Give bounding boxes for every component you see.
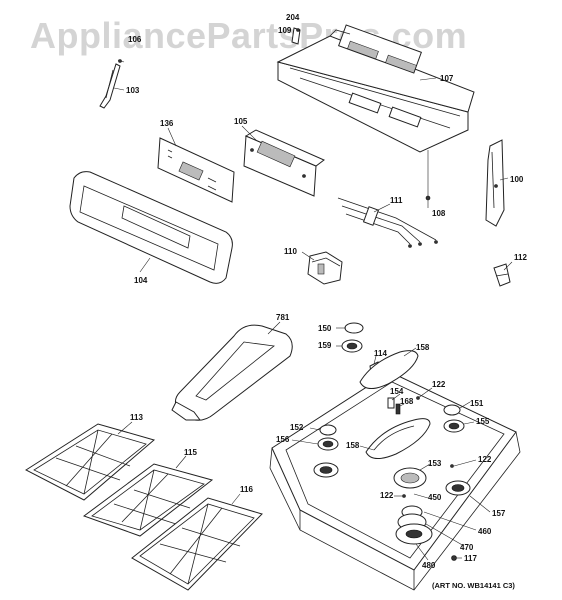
label-122b: 122 <box>478 455 492 464</box>
part-number-labels: 204 109 106 103 107 136 105 100 111 108 … <box>126 13 527 570</box>
label-104: 104 <box>134 276 148 285</box>
label-115: 115 <box>184 448 197 457</box>
part-104-control-panel <box>69 171 233 284</box>
part-781-griddle <box>171 324 293 421</box>
label-152: 152 <box>290 423 304 432</box>
label-153: 153 <box>428 459 442 468</box>
part-105-control-board <box>243 129 325 197</box>
label-154: 154 <box>390 387 404 396</box>
part-110-igniter-module <box>307 251 343 285</box>
label-150: 150 <box>318 324 332 333</box>
label-103: 103 <box>126 86 140 95</box>
label-159: 159 <box>318 341 332 350</box>
label-781: 781 <box>276 313 290 322</box>
leader-lines <box>113 77 513 561</box>
label-109: 109 <box>278 26 292 35</box>
part-136-overlay <box>157 137 235 203</box>
part-113-grate <box>24 423 156 501</box>
part-115-grate <box>82 463 214 537</box>
part-480-burner-base <box>395 523 433 545</box>
label-110: 110 <box>284 247 297 256</box>
part-152-burner-cap <box>319 424 337 436</box>
label-460: 460 <box>478 527 492 536</box>
part-155-burner-head <box>443 419 465 433</box>
label-100: 100 <box>510 175 524 184</box>
label-105: 105 <box>234 117 248 126</box>
part-100-side-bracket <box>485 139 505 227</box>
label-116: 116 <box>240 485 253 494</box>
label-108: 108 <box>432 209 446 218</box>
part-103-bracket <box>99 63 121 109</box>
label-122c: 122 <box>380 491 394 500</box>
part-159-burner-head <box>341 339 363 353</box>
label-157: 157 <box>492 509 506 518</box>
label-450: 450 <box>428 493 442 502</box>
label-204: 204 <box>286 13 300 22</box>
part-117-screw <box>451 555 457 561</box>
label-106: 106 <box>128 35 142 44</box>
part-116-grate <box>131 497 263 591</box>
label-112: 112 <box>514 253 527 262</box>
part-158-oval-burner-cover <box>359 350 419 389</box>
label-151: 151 <box>470 399 484 408</box>
part-168-electrode <box>395 403 401 415</box>
art-number: (ART NO. WB14141 C3) <box>432 581 515 590</box>
label-158a: 158 <box>416 343 430 352</box>
label-122a: 122 <box>432 380 446 389</box>
part-108-screw <box>425 150 431 201</box>
label-113: 113 <box>130 413 143 422</box>
label-480: 480 <box>422 561 436 570</box>
label-136: 136 <box>160 119 174 128</box>
label-114: 114 <box>374 349 387 358</box>
left-front-burner <box>313 462 339 478</box>
part-112-cord-clamp <box>493 263 511 287</box>
label-107: 107 <box>440 74 454 83</box>
label-156: 156 <box>276 435 290 444</box>
label-158b: 158 <box>346 441 360 450</box>
right-front-burner <box>445 480 471 496</box>
part-109-screw <box>296 28 300 32</box>
label-155: 155 <box>476 417 490 426</box>
part-150-burner-cap <box>344 322 364 334</box>
part-151-burner-cap <box>443 404 461 416</box>
label-168: 168 <box>400 397 414 406</box>
part-158-oval-burner <box>365 418 431 459</box>
part-107-backguard <box>276 24 475 153</box>
label-117: 117 <box>464 554 477 563</box>
label-470: 470 <box>460 543 474 552</box>
part-106-screw <box>117 59 125 63</box>
part-154-spark-module <box>387 397 395 409</box>
label-111: 111 <box>390 196 403 205</box>
part-153-burner <box>393 467 427 489</box>
part-122-screws <box>402 396 454 498</box>
part-156-burner-head <box>317 437 339 451</box>
